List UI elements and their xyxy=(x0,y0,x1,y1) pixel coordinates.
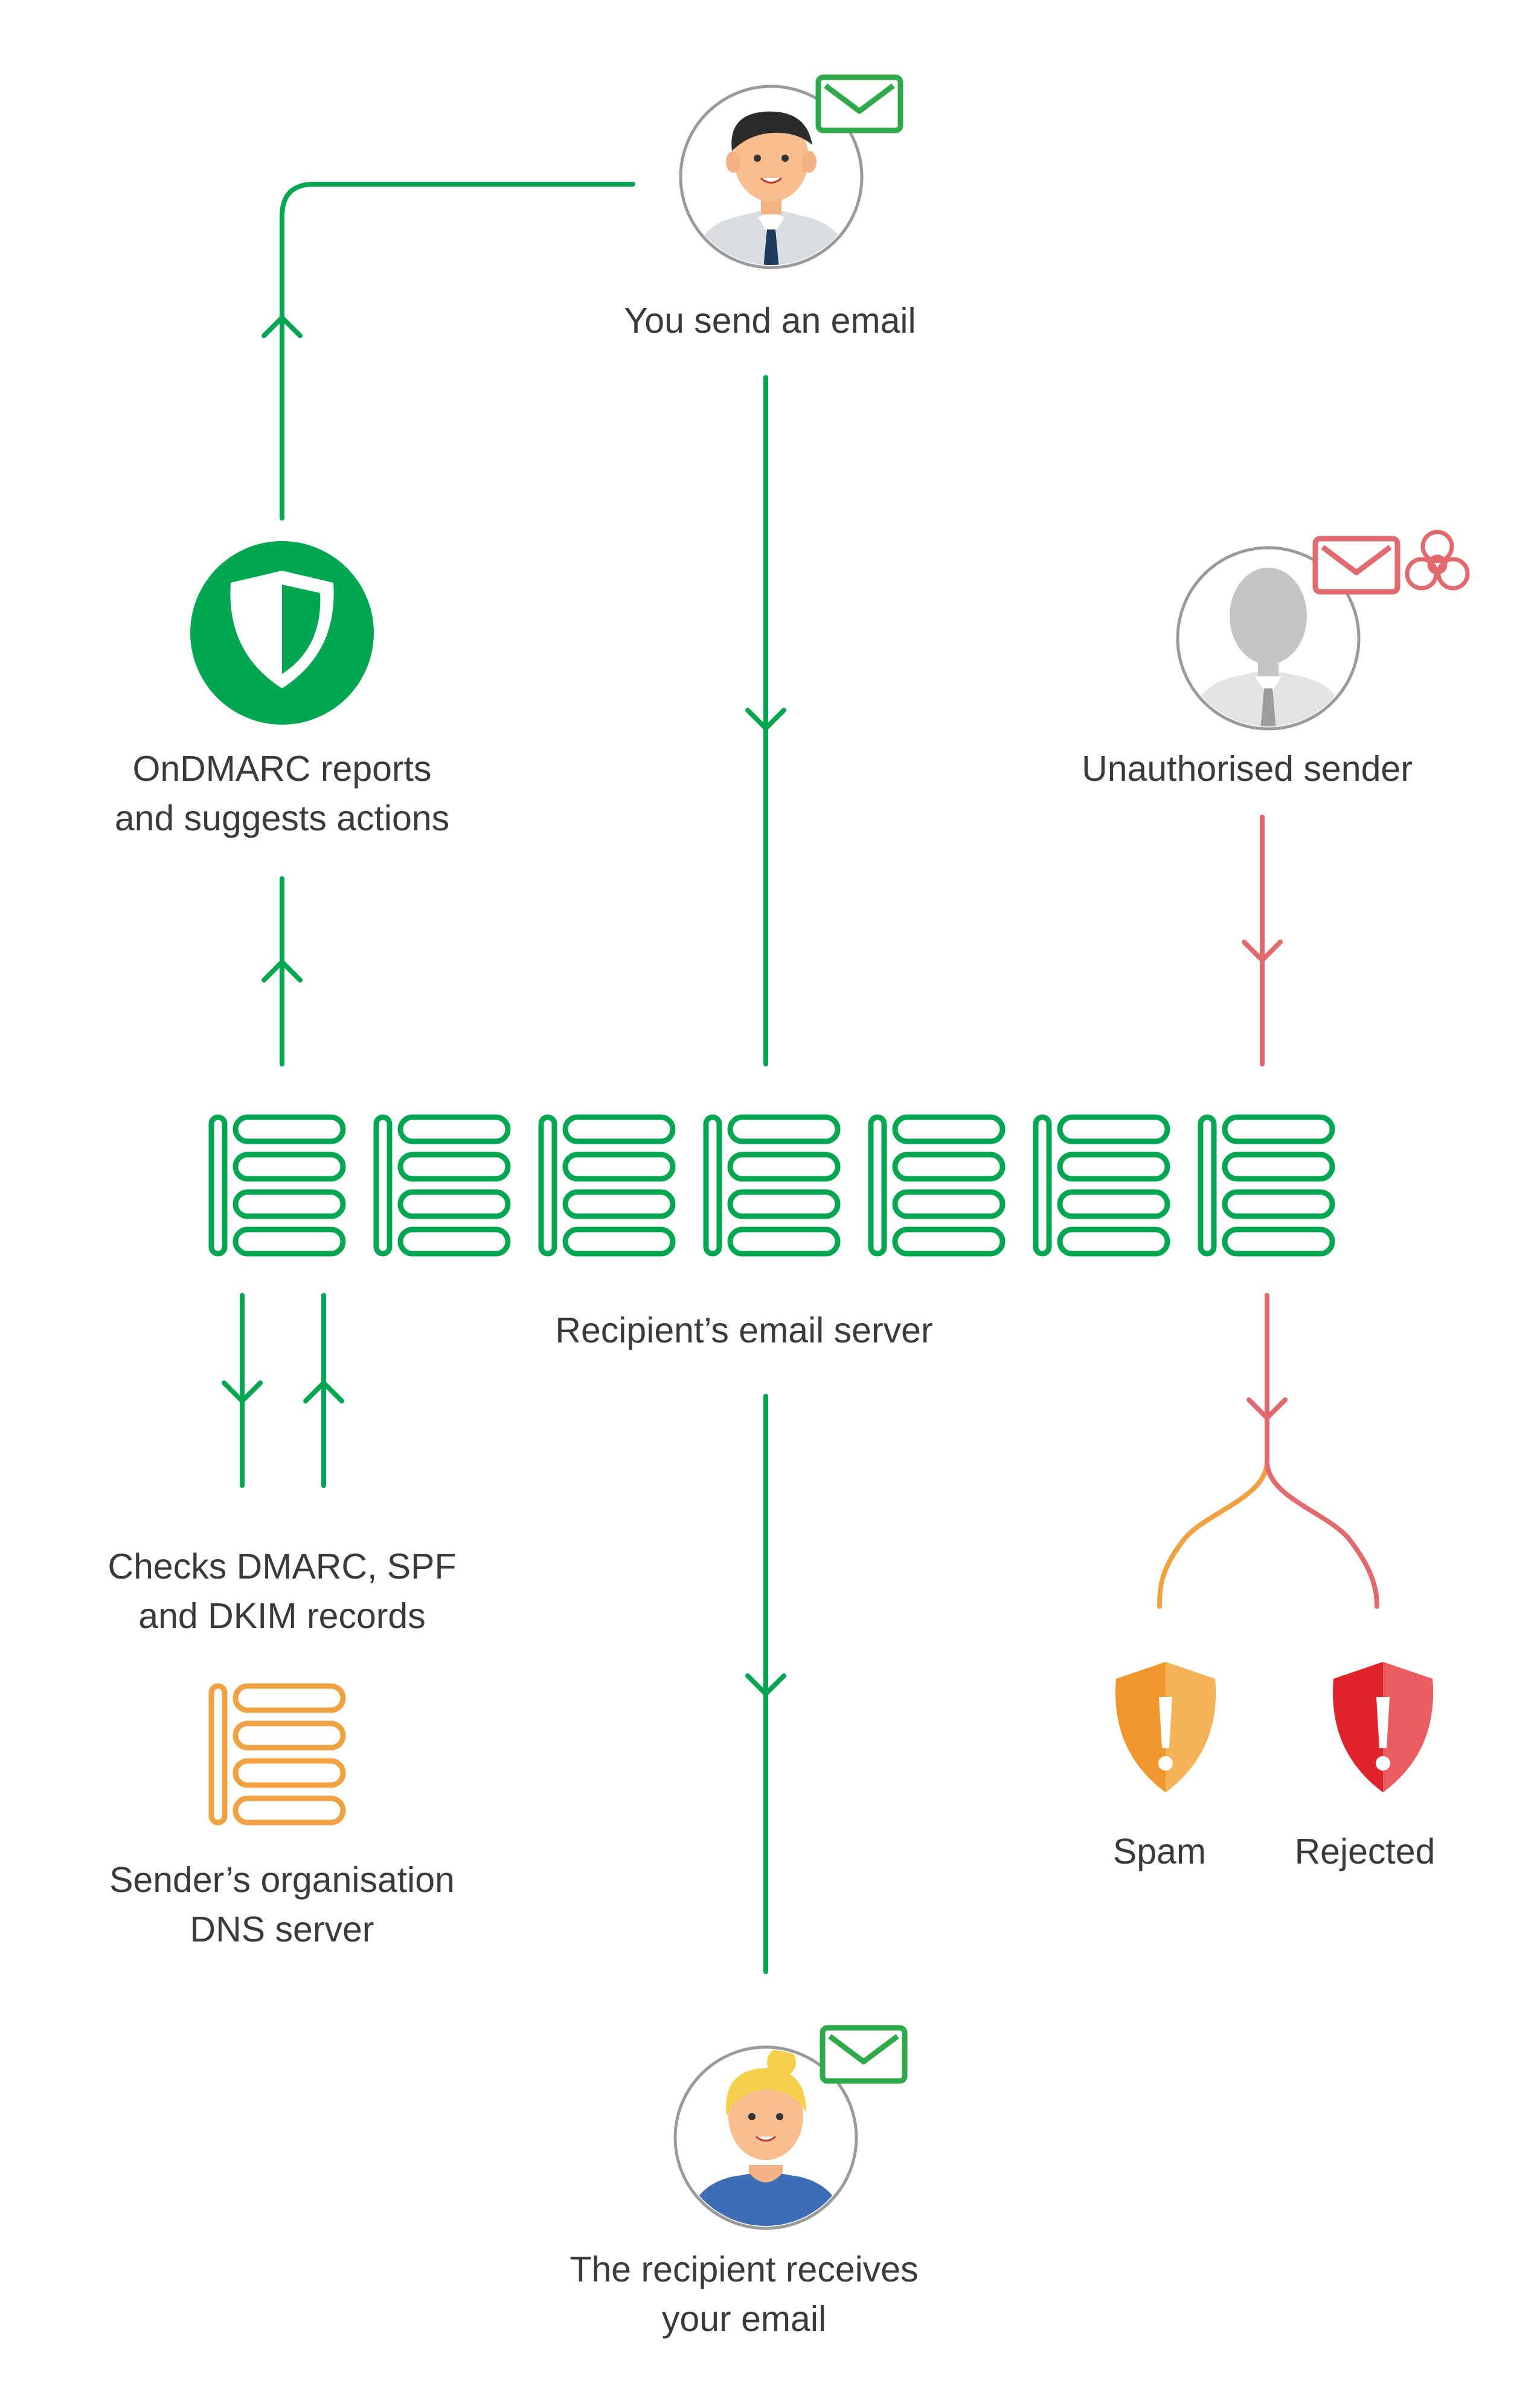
fork-to-rejected xyxy=(1265,1459,1379,1609)
fork-to-spam xyxy=(1157,1459,1269,1609)
checks-label-line1: Checks DMARC, SPF xyxy=(107,1547,457,1586)
spam-label: Spam xyxy=(1069,1827,1250,1876)
biohazard-icon xyxy=(1405,530,1470,591)
server-rack-icon xyxy=(706,1117,838,1254)
recipient-avatar xyxy=(673,2045,858,2230)
sender-label-text: You send an email xyxy=(624,301,916,341)
dns-server xyxy=(211,1686,343,1823)
unauthorised-avatar xyxy=(1176,546,1361,731)
chevron-down-icon xyxy=(745,708,786,731)
server-rack-icon xyxy=(871,1117,1003,1254)
receives-label-line1: The recipient receives xyxy=(569,2249,919,2289)
checks-label: Checks DMARC, SPF and DKIM records xyxy=(40,1542,524,1641)
checks-label-line2: and DKIM records xyxy=(138,1596,426,1636)
chevron-up-icon xyxy=(303,1380,344,1403)
envelope-icon xyxy=(1315,539,1397,592)
chevron-up-icon xyxy=(261,960,303,983)
recipient-email-server xyxy=(211,1117,1332,1254)
ondmarc-label: OnDMARC reports and suggests actions xyxy=(40,744,524,843)
server-rack-icon xyxy=(1036,1117,1167,1254)
recipient-server-label-text: Recipient’s email server xyxy=(555,1310,933,1350)
spam-shield xyxy=(1115,1662,1216,1792)
feedback-arrow-top xyxy=(280,182,635,521)
server-rack-icon xyxy=(211,1686,343,1823)
sender-label: You send an email xyxy=(528,296,1012,345)
envelope-icon xyxy=(823,2028,905,2081)
connectors xyxy=(222,182,1379,1974)
unauthorised-label: Unauthorised sender xyxy=(1006,744,1489,794)
server-rack-icon xyxy=(541,1117,673,1254)
rejected-label-text: Rejected xyxy=(1294,1832,1436,1871)
server-rack-icon xyxy=(376,1117,508,1254)
dns-label-line2: DNS server xyxy=(190,1909,374,1949)
rejected-shield xyxy=(1333,1662,1433,1792)
dns-label-line1: Sender’s organisation xyxy=(109,1860,455,1900)
unauthorised-label-text: Unauthorised sender xyxy=(1082,749,1413,789)
ondmarc-label-line2: and suggests actions xyxy=(114,798,450,838)
chevron-down-icon xyxy=(1242,940,1283,963)
envelope-icon xyxy=(818,77,900,130)
server-rack-icon xyxy=(1201,1117,1332,1254)
spam-label-text: Spam xyxy=(1112,1832,1207,1871)
receives-label: The recipient receives your email xyxy=(502,2245,986,2344)
server-rack-icon xyxy=(211,1117,343,1254)
grey-person-avatar-icon xyxy=(1189,568,1348,726)
ondmarc-label-line1: OnDMARC reports xyxy=(132,749,432,789)
chevron-up-icon xyxy=(261,315,303,338)
woman-avatar-icon xyxy=(686,2050,845,2226)
chevron-down-icon xyxy=(1246,1397,1288,1420)
sender-avatar xyxy=(679,85,864,269)
chevron-down-icon xyxy=(222,1380,263,1403)
rejected-label: Rejected xyxy=(1274,1827,1455,1876)
receives-label-line2: your email xyxy=(661,2299,827,2339)
chevron-down-icon xyxy=(745,1673,786,1696)
recipient-server-label: Recipient’s email server xyxy=(502,1306,986,1355)
dns-label: Sender’s organisation DNS server xyxy=(40,1855,524,1954)
businessman-avatar-icon xyxy=(691,111,851,265)
shield-icon xyxy=(190,541,374,725)
